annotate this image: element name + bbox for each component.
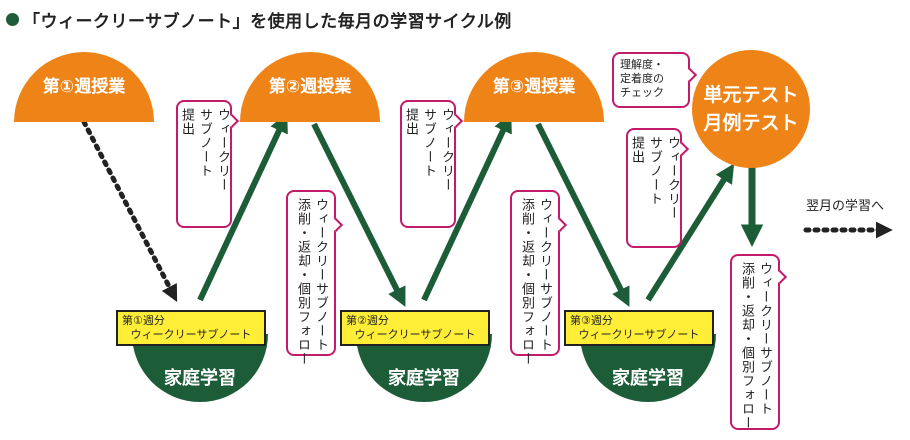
callout-text: ウィークリーサブノート bbox=[757, 262, 772, 416]
callout-text: サブノート bbox=[197, 108, 212, 178]
callout-text: ウィークリー bbox=[665, 136, 680, 220]
lesson-label: 第①週授業 bbox=[42, 77, 126, 97]
callout-text: サブノート bbox=[421, 108, 436, 178]
test-circle: 単元テスト 月例テスト bbox=[692, 50, 810, 168]
subnote-week-label: 第③週分 bbox=[570, 314, 613, 327]
arrow-lesson3-to-homework3 bbox=[535, 122, 630, 307]
submit-callout-1: ウィークリー サブノート 提出 bbox=[176, 100, 232, 228]
lesson-label: 第③週授業 bbox=[492, 77, 576, 97]
home-study-label: 家庭学習 bbox=[612, 368, 684, 389]
bullet-icon bbox=[6, 12, 19, 26]
home-study-label: 家庭学習 bbox=[388, 368, 460, 389]
dotted-arrow-lesson1-to-homework1 bbox=[81, 119, 178, 303]
subnote-week1-box: 第①週分 ウィークリーサブノート bbox=[116, 310, 266, 346]
submit-callout-3: ウィークリー サブノート 提出 bbox=[626, 128, 682, 248]
check-note-line: 定着度の bbox=[620, 72, 664, 85]
subnote-name: ウィークリーサブノート bbox=[130, 328, 252, 341]
return-callout-3: ウィークリーサブノート 添削・返却・個別フォロー bbox=[730, 254, 780, 430]
return-callout-1: ウィークリーサブノート 添削・返却・個別フォロー bbox=[286, 190, 336, 366]
home-study-label: 家庭学習 bbox=[164, 368, 236, 389]
callout-text: 提出 bbox=[179, 108, 194, 136]
arrow-homework2-to-lesson3 bbox=[421, 113, 512, 302]
next-month-label: 翌月の学習へ bbox=[806, 199, 885, 214]
subnote-name: ウィークリーサブノート bbox=[578, 328, 700, 341]
check-note-line: 理解度・ bbox=[620, 58, 664, 71]
subnote-week-label: 第①週分 bbox=[122, 314, 165, 327]
callout-text: 添削・返却・個別フォロー bbox=[295, 198, 310, 366]
diagram-title: 「ウィークリーサブノート」を使用した毎月の学習サイクル例 bbox=[6, 6, 512, 32]
subnote-week-label: 第②週分 bbox=[346, 314, 389, 327]
callout-text: ウィークリー bbox=[439, 108, 454, 192]
unit-test-label: 単元テスト bbox=[703, 84, 799, 106]
callout-text: ウィークリーサブノート bbox=[537, 198, 552, 352]
subnote-name: ウィークリーサブノート bbox=[354, 328, 476, 341]
check-note-line: チェック bbox=[620, 86, 664, 99]
return-callout-2: ウィークリーサブノート 添削・返却・個別フォロー bbox=[510, 190, 560, 366]
submit-callout-2: ウィークリー サブノート 提出 bbox=[400, 100, 456, 228]
arrow-homework3-to-test bbox=[645, 163, 735, 302]
callout-text: 提出 bbox=[629, 136, 644, 164]
callout-text: 添削・返却・個別フォロー bbox=[739, 262, 754, 430]
callout-text: ウィークリー bbox=[215, 108, 230, 192]
arrow-lesson2-to-homework2 bbox=[311, 122, 406, 307]
monthly-test-label: 月例テスト bbox=[703, 112, 799, 134]
subnote-week3-box: 第③週分 ウィークリーサブノート bbox=[564, 310, 714, 346]
subnote-week2-box: 第②週分 ウィークリーサブノート bbox=[340, 310, 490, 346]
check-note: 理解度・ 定着度の チェック bbox=[612, 52, 690, 108]
title-text: 「ウィークリーサブノート」を使用した毎月の学習サイクル例 bbox=[23, 11, 512, 32]
lesson-label: 第②週授業 bbox=[268, 77, 352, 97]
callout-text: サブノート bbox=[647, 136, 662, 206]
arrow-homework1-to-lesson2 bbox=[197, 113, 288, 302]
callout-text: 提出 bbox=[403, 108, 418, 136]
callout-text: ウィークリーサブノート bbox=[313, 198, 328, 352]
callout-text: 添削・返却・個別フォロー bbox=[519, 198, 534, 366]
